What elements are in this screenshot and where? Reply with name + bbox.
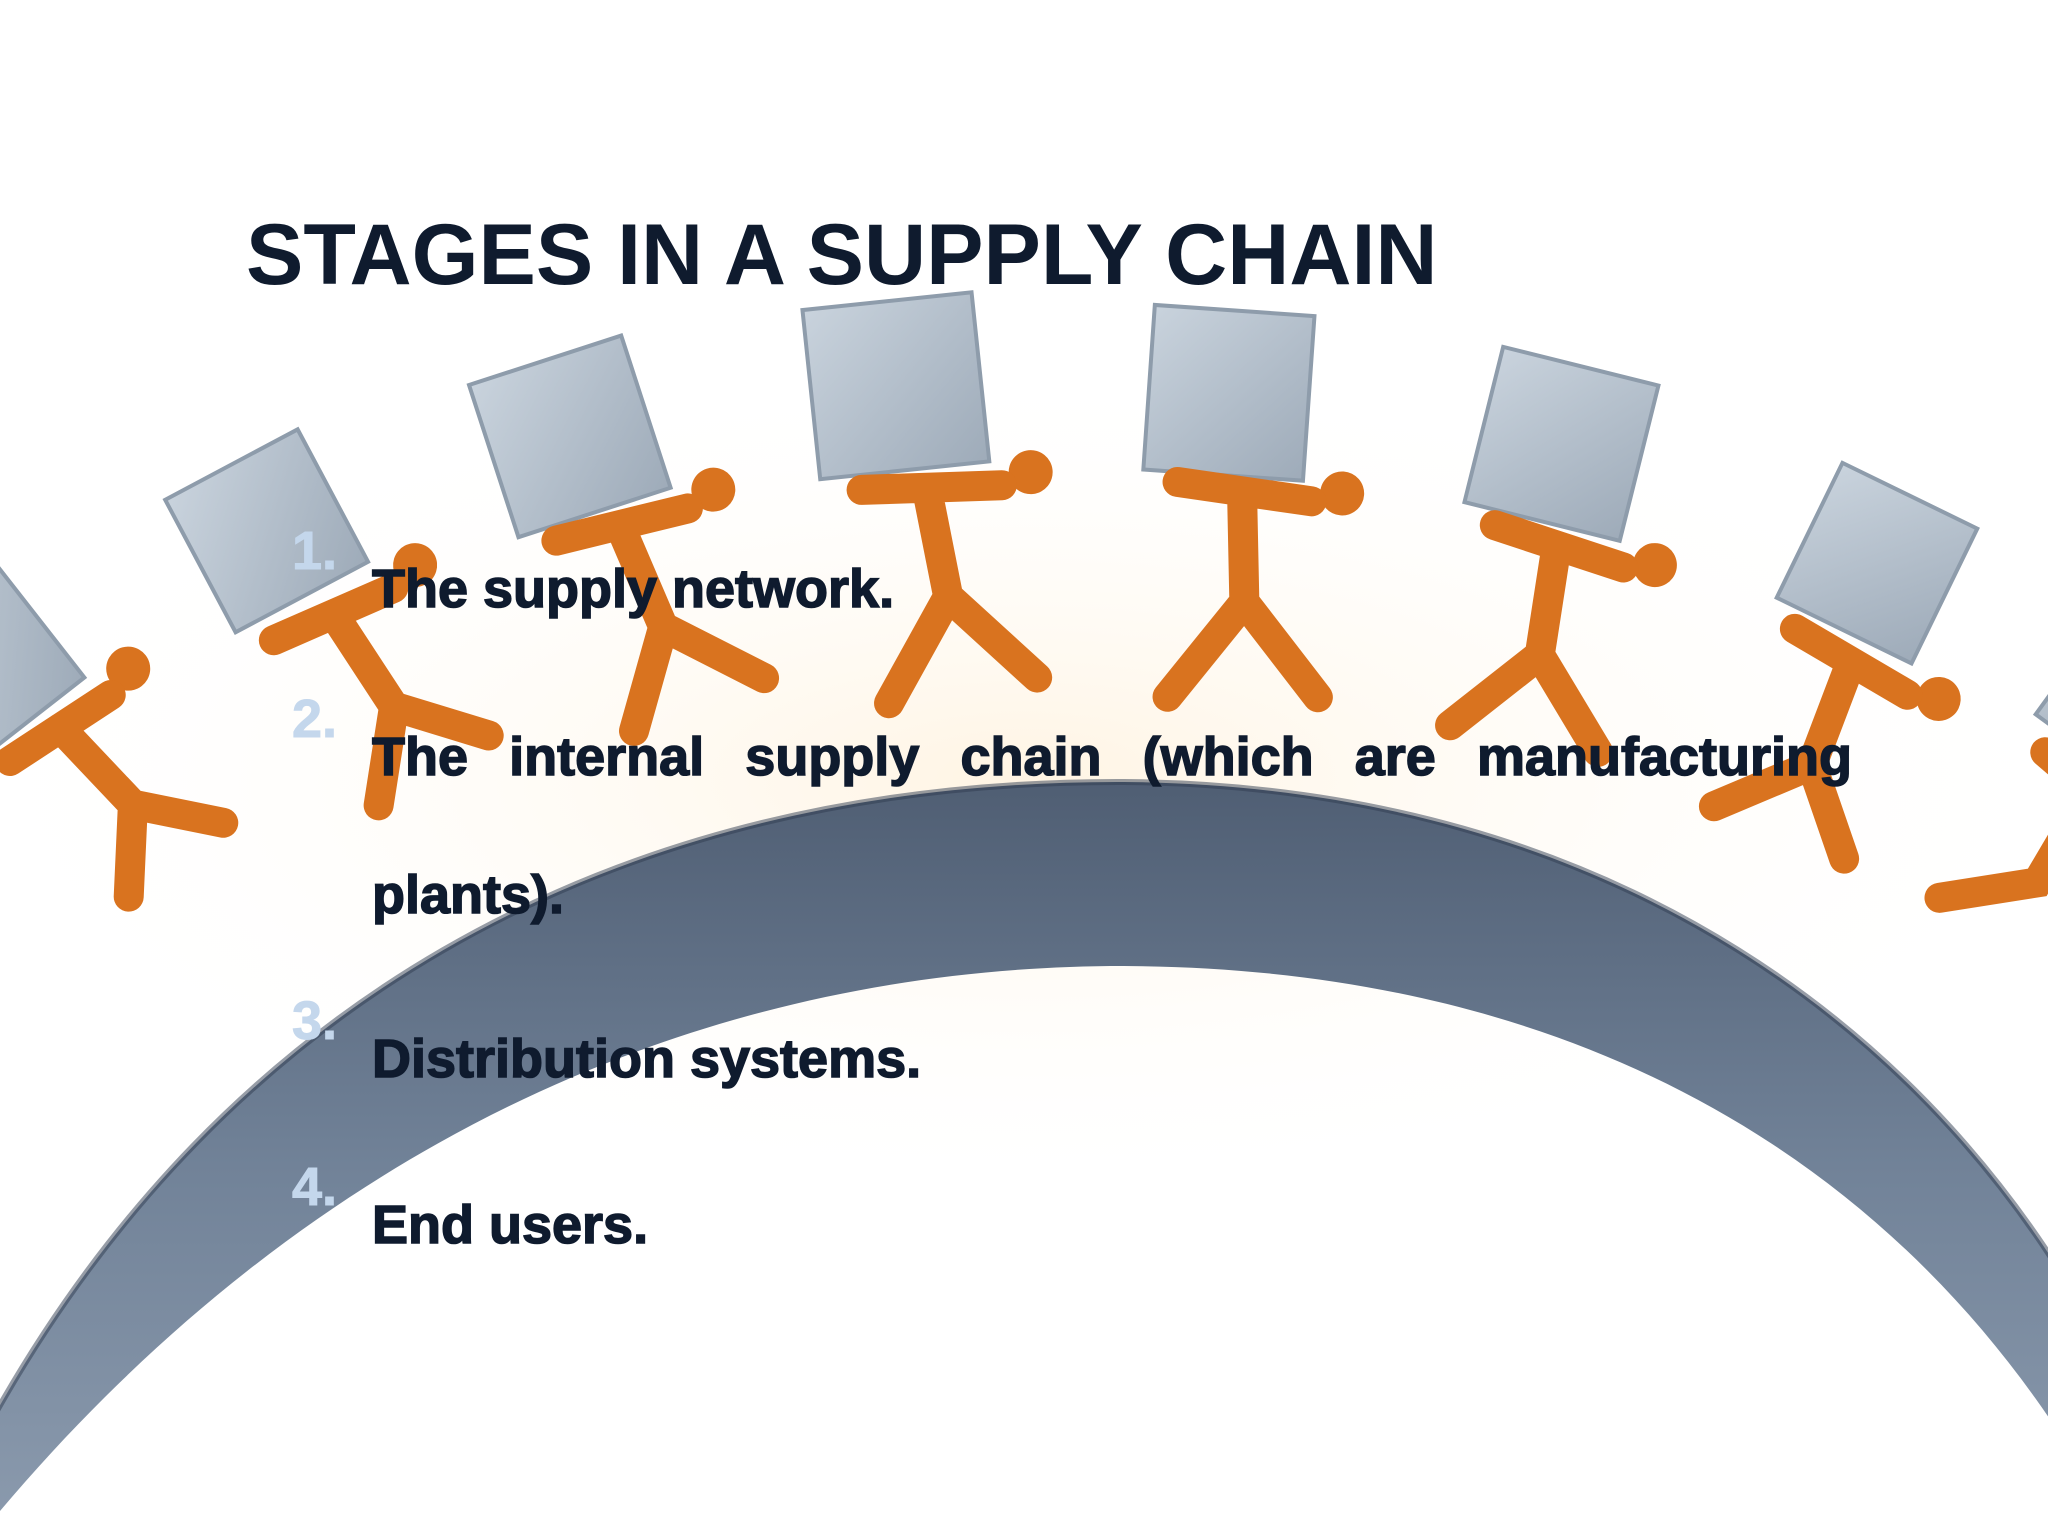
list-item-number: 2. <box>291 689 338 750</box>
list-item-number: 1. <box>291 521 338 582</box>
list-item-number: 3. <box>291 991 338 1052</box>
list-item-text: End users. <box>371 1194 649 1256</box>
list-item-number: 4. <box>291 1157 338 1218</box>
list-item-text: The internal supply chain (which are man… <box>371 726 1853 926</box>
list-item-text: The supply network. <box>371 558 895 620</box>
slide-title: STAGES IN A SUPPLY CHAIN <box>246 207 1438 303</box>
list-item-text: Distribution systems. <box>371 1028 922 1090</box>
list-item: 3. Distribution systems. <box>291 990 1932 1128</box>
list-item: 1. The supply network. <box>291 520 1932 658</box>
list-item: 4. End users. <box>291 1156 1932 1294</box>
list-item: 2. The internal supply chain (which are … <box>291 688 1932 964</box>
